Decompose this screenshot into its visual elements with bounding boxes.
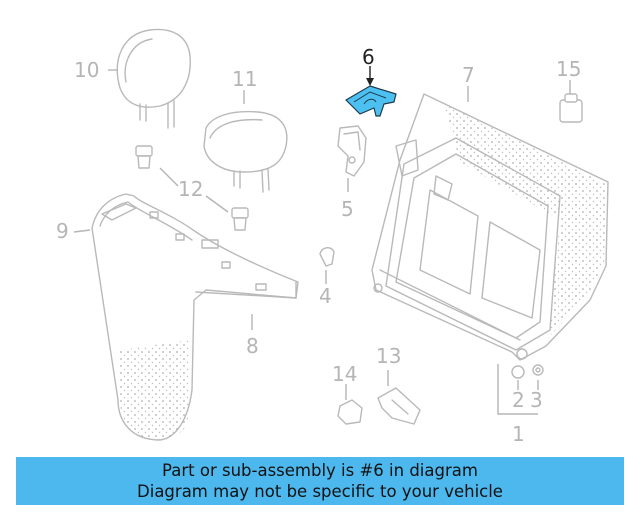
seat-frame-7 — [371, 93, 609, 361]
fasteners-1-2-3 — [511, 364, 544, 379]
callout-7: 7 — [462, 63, 475, 87]
callout-6: 6 — [362, 45, 375, 69]
headrest-10 — [116, 28, 191, 129]
bracket-13 — [377, 387, 421, 425]
bracket-14 — [337, 399, 363, 425]
clip-15 — [559, 93, 583, 123]
callout-15: 15 — [556, 57, 581, 81]
callout-9: 9 — [56, 219, 69, 243]
callout-2: 2 — [512, 388, 525, 412]
seatback-cover-9 — [91, 193, 299, 441]
part-info-banner: Part or sub-assembly is #6 in diagram Di… — [16, 457, 624, 505]
callout-5: 5 — [341, 197, 354, 221]
callout-8: 8 — [246, 334, 259, 358]
callout-12: 12 — [178, 177, 203, 201]
headrest-11 — [203, 110, 288, 193]
banner-line-disclaimer: Diagram may not be specific to your vehi… — [137, 482, 503, 501]
callout-3: 3 — [530, 388, 543, 412]
panel-8 — [195, 281, 297, 299]
callout-14: 14 — [332, 362, 357, 386]
parts-diagram: 10 11 6 7 15 12 5 9 4 8 14 13 2 3 1 — [56, 28, 609, 446]
banner-line-part: Part or sub-assembly is #6 in diagram — [162, 461, 478, 480]
leader-lines — [73, 66, 571, 415]
callout-13: 13 — [376, 344, 401, 368]
bushing-4 — [319, 247, 335, 267]
callout-4: 4 — [319, 284, 332, 308]
guide-12 — [135, 145, 249, 231]
callout-10: 10 — [74, 58, 99, 82]
callout-1: 1 — [512, 422, 525, 446]
cover-6-highlighted — [345, 85, 397, 117]
bracket-5 — [337, 125, 367, 177]
callout-11: 11 — [232, 67, 257, 91]
